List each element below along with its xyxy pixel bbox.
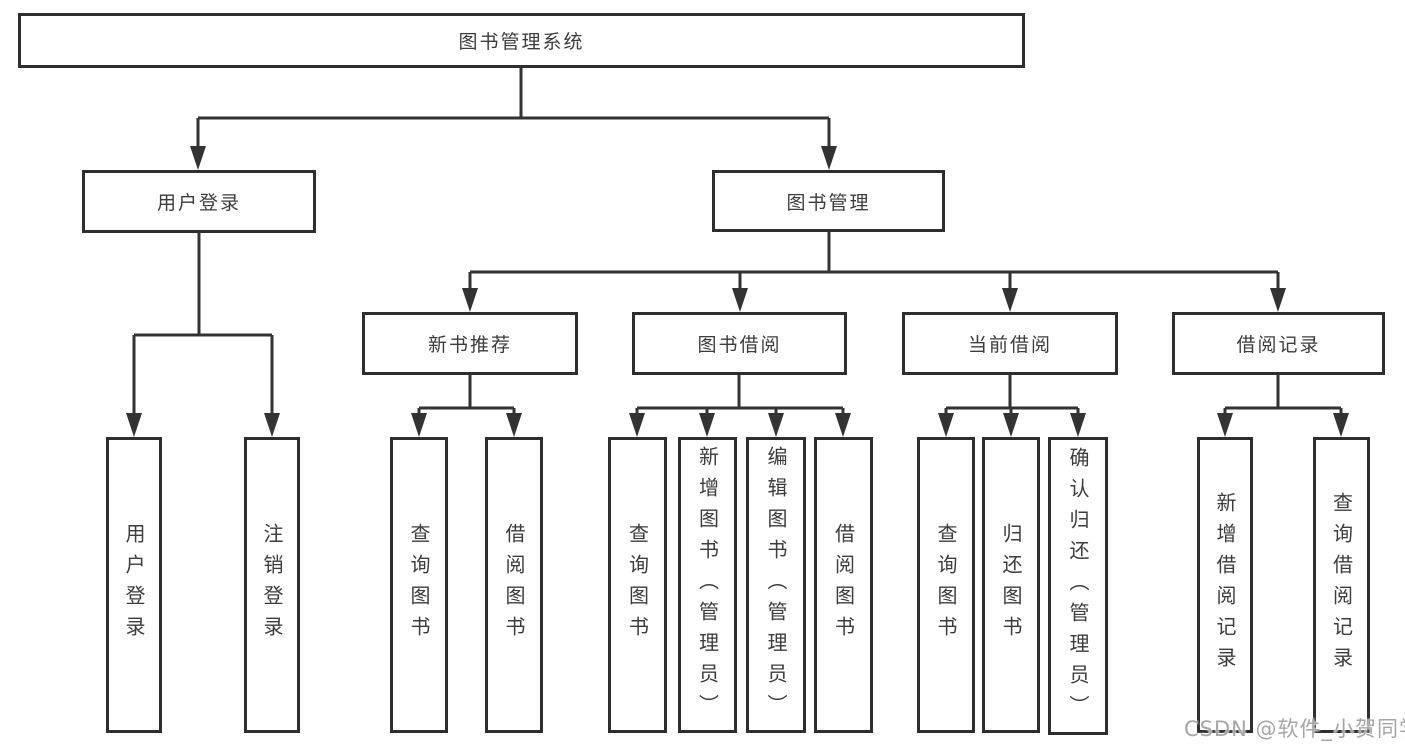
arrowheads-newbooks-leaves — [411, 413, 522, 437]
leaf-label: 查询图书 — [407, 523, 431, 647]
node-user-login: 用户登录 — [82, 170, 316, 233]
leaf-query-books-recommend: 查询图书 — [390, 437, 448, 733]
wire-borrowrecords-to-leaves — [1223, 375, 1343, 418]
node-label: 当前借阅 — [967, 334, 1052, 356]
leaf-logout: 注销登录 — [244, 437, 300, 733]
leaf-label: 用户登录 — [122, 523, 146, 647]
wire-userlogin-to-leaves — [132, 233, 274, 418]
node-new-book-recommend: 新书推荐 — [362, 312, 578, 375]
leaf-label: 借阅图书 — [502, 523, 526, 647]
node-label: 借阅记录 — [1236, 334, 1321, 356]
wire-bookborrow-to-leaves — [635, 375, 845, 418]
leaf-label: 查询图书 — [625, 523, 650, 647]
leaf-query-books-borrowing: 查询图书 — [608, 437, 667, 733]
leaf-label: 注销登录 — [260, 523, 284, 647]
wire-root-to-level2 — [196, 68, 831, 150]
node-book-borrowing: 图书借阅 — [632, 312, 847, 375]
leaf-edit-books-admin: 编辑图书（管理员） — [746, 437, 806, 733]
node-book-management: 图书管理 — [712, 170, 945, 232]
node-label: 图书管理系统 — [458, 31, 585, 53]
leaf-add-borrow-record: 新增借阅记录 — [1197, 437, 1253, 733]
leaf-label: 借阅图书 — [831, 523, 856, 647]
leaf-query-borrow-record: 查询借阅记录 — [1313, 437, 1370, 733]
leaf-label: 编辑图书（管理员） — [764, 445, 788, 725]
leaf-return-books: 归还图书 — [982, 437, 1040, 733]
node-label: 用户登录 — [156, 192, 241, 214]
node-borrowing-records: 借阅记录 — [1172, 312, 1385, 375]
node-label: 新书推荐 — [427, 334, 512, 356]
leaf-label: 新增图书（管理员） — [695, 445, 720, 725]
arrowheads-userlogin-leaves — [126, 413, 280, 437]
leaf-user-login: 用户登录 — [106, 437, 162, 733]
leaf-add-books-admin: 新增图书（管理员） — [678, 437, 737, 733]
node-root-library-system: 图书管理系统 — [18, 13, 1025, 68]
leaf-query-books-current: 查询图书 — [917, 437, 975, 733]
arrowheads-currentborrow-leaves — [938, 413, 1086, 437]
node-label: 图书借阅 — [697, 334, 782, 356]
arrowheads-borrowrecords-leaves — [1217, 413, 1349, 437]
wire-newbooks-to-leaves — [417, 375, 516, 418]
wire-bookmgmt-to-level3 — [468, 232, 1280, 292]
csdn-watermark: CSDN @软件_小贺同学 — [1184, 717, 1405, 741]
leaf-label: 归还图书 — [999, 523, 1023, 647]
leaf-borrow-books: 借阅图书 — [814, 437, 873, 733]
leaf-label: 确认归还（管理员） — [1066, 446, 1090, 726]
node-label: 图书管理 — [786, 191, 871, 214]
arrowheads-bookborrow-leaves — [629, 413, 851, 437]
leaf-label: 查询借阅记录 — [1329, 492, 1354, 678]
wire-currentborrow-to-leaves — [944, 375, 1080, 418]
arrowheads-level2 — [190, 146, 837, 170]
leaf-label: 新增借阅记录 — [1213, 492, 1237, 678]
leaf-borrow-books-recommend: 借阅图书 — [485, 437, 543, 733]
node-current-borrowing: 当前借阅 — [902, 312, 1118, 375]
arrowheads-level3 — [462, 288, 1286, 312]
leaf-confirm-return-admin: 确认归还（管理员） — [1048, 437, 1108, 735]
leaf-label: 查询图书 — [934, 523, 958, 647]
